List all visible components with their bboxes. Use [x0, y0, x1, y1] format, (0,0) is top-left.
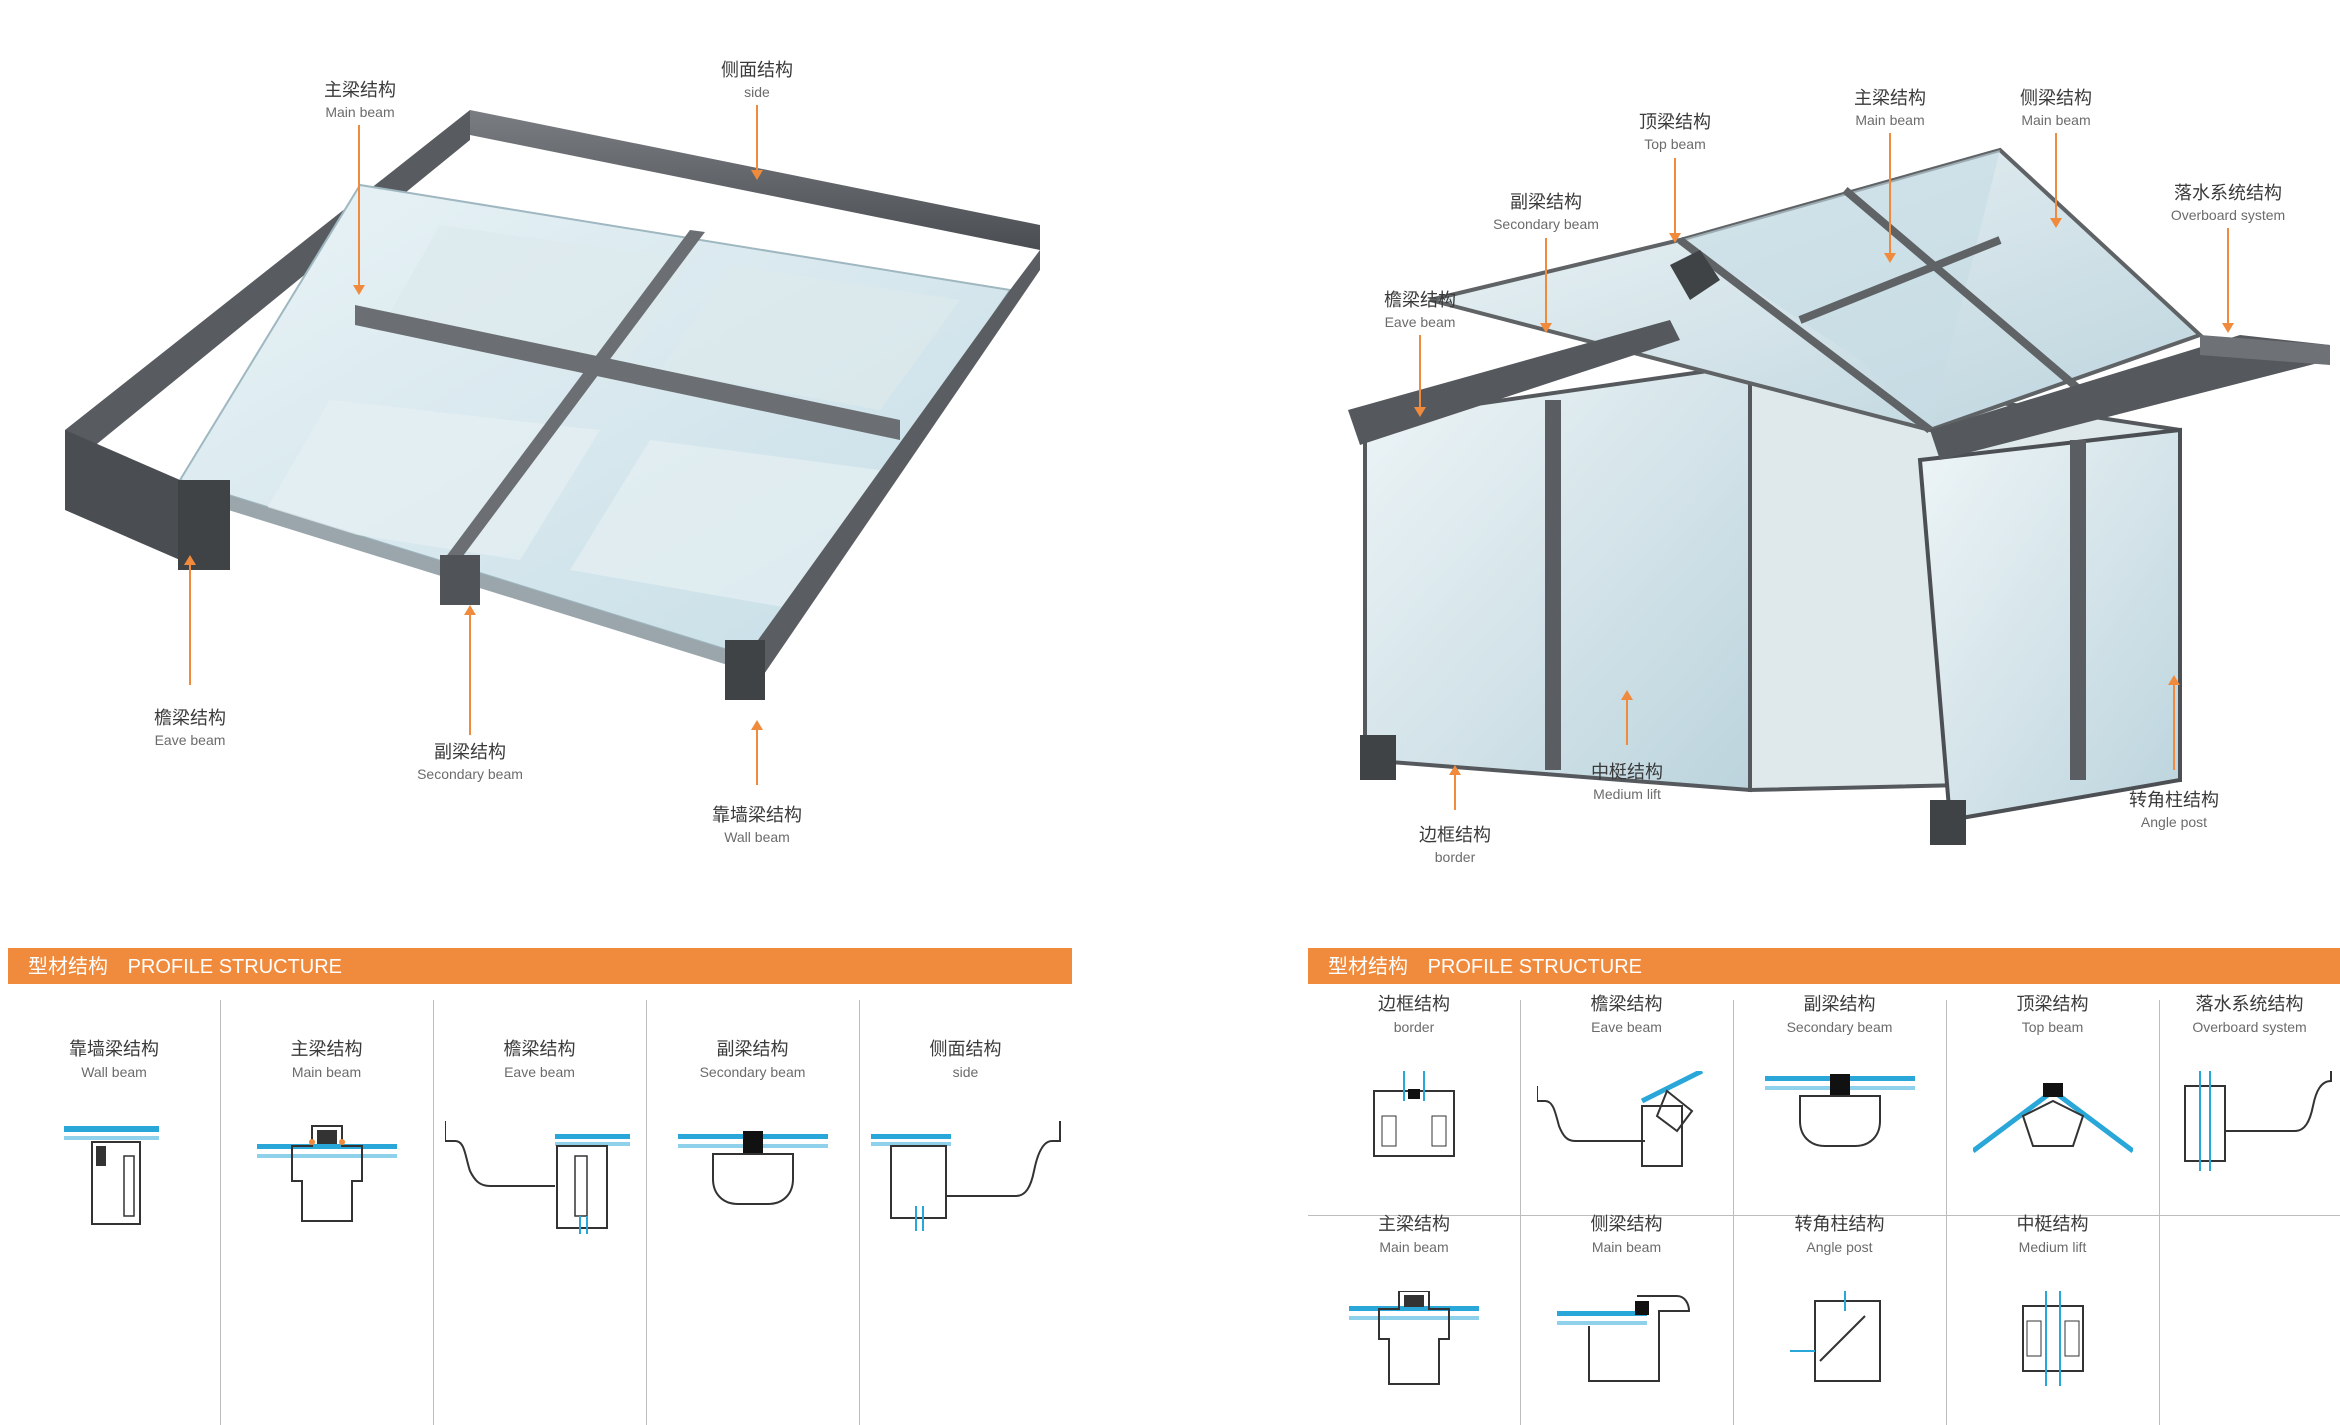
secondary-beam-profile-icon — [677, 1131, 828, 1205]
divider — [1308, 1215, 2340, 1216]
border-profile-icon — [1373, 1071, 1455, 1157]
profile-cell-eave-beam-right: 檐梁结构 Eave beam — [1520, 955, 1733, 1171]
profile-cell-main-beam-right: 主梁结构 Main beam — [1308, 1175, 1520, 1386]
secondary-beam-right-profile-icon — [1764, 1074, 1915, 1147]
overboard-profile-icon — [2183, 1071, 2332, 1171]
profile-cell-main-beam: 主梁结构 Main beam — [220, 1000, 433, 1236]
profile-cell-side-main-beam: 侧梁结构 Main beam — [1520, 1175, 1733, 1386]
divider — [220, 1000, 221, 1425]
profile-cell-secondary-beam-right: 副梁结构 Secondary beam — [1733, 955, 1946, 1161]
main-beam-right-profile-icon — [1349, 1291, 1479, 1385]
divider — [1946, 1000, 1947, 1425]
leader-wall-beam — [751, 720, 763, 785]
angle-post-profile-icon — [1789, 1291, 1881, 1382]
profile-cell-eave-beam: 檐梁结构 Eave beam — [433, 1000, 646, 1236]
wall-beam-profile-icon — [64, 1126, 159, 1225]
leader-main-beam-right — [1884, 133, 1896, 263]
callout-angle-post: 转角柱结构 Angle post — [2129, 790, 2219, 830]
profile-bar-left: 型材结构 PROFILE STRUCTURE — [8, 948, 1072, 984]
divider — [1733, 1000, 1734, 1425]
divider — [433, 1000, 434, 1425]
divider — [646, 1000, 647, 1425]
callout-side-main-beam: 侧梁结构 Main beam — [2020, 88, 2092, 128]
callout-eave-beam-right: 檐梁结构 Eave beam — [1384, 290, 1456, 330]
main-beam-profile-icon — [256, 1125, 397, 1222]
profile-cell-angle-post: 转角柱结构 Angle post — [1733, 1175, 1946, 1386]
profile-cell-secondary-beam: 副梁结构 Secondary beam — [646, 1000, 859, 1236]
callout-main-beam-right: 主梁结构 Main beam — [1854, 88, 1926, 128]
divider — [1520, 1000, 1521, 1425]
leader-border — [1449, 765, 1461, 810]
leader-medium-lift — [1621, 690, 1633, 745]
leader-overboard — [2222, 228, 2234, 333]
callout-secondary-beam-right: 副梁结构 Secondary beam — [1493, 192, 1599, 232]
profile-cell-overboard: 落水系统结构 Overboard system — [2159, 955, 2340, 1171]
leader-top-beam — [1669, 158, 1681, 243]
profile-grid-left: 靠墙梁结构 Wall beam 主梁结构 Main beam 檐梁结构 Eave… — [8, 1000, 1072, 1425]
profile-cell-top-beam: 顶梁结构 Top beam — [1946, 955, 2159, 1161]
divider — [2159, 1000, 2160, 1425]
flat-roof-illustration — [65, 110, 1040, 700]
profile-cell-wall-beam: 靠墙梁结构 Wall beam — [8, 1000, 220, 1236]
gable-room-diagram — [1300, 0, 2340, 900]
callout-overboard: 落水系统结构 Overboard system — [2170, 183, 2286, 223]
flat-roof-diagram — [0, 0, 1100, 900]
divider — [859, 1000, 860, 1425]
profile-bar-right: 型材结构 PROFILE STRUCTURE — [1308, 948, 2340, 984]
medium-lift-profile-icon — [2021, 1291, 2084, 1386]
leader-angle-post — [2168, 675, 2180, 770]
profile-grid-right: 边框结构 border 檐梁结构 Eave beam 副梁结构 Secondar… — [1308, 994, 2340, 1425]
eave-beam-right-profile-icon — [1536, 1071, 1703, 1167]
leader-side — [751, 105, 763, 180]
callout-secondary-beam: 副梁结构 Secondary beam — [417, 742, 523, 782]
callout-wall-beam: 靠墙梁结构 Wall beam — [712, 805, 802, 845]
leader-main-beam — [353, 125, 365, 295]
leader-secondary-beam — [464, 605, 476, 735]
callout-side: 侧面结构 side — [721, 60, 793, 100]
callout-top-beam: 顶梁结构 Top beam — [1639, 112, 1711, 152]
eave-beam-profile-icon — [444, 1121, 630, 1234]
gable-room-illustration — [1348, 147, 2330, 845]
profile-cell-medium-lift: 中梃结构 Medium lift — [1946, 1175, 2159, 1386]
leader-eave-beam-right — [1414, 335, 1426, 417]
callout-eave-beam: 檐梁结构 Eave beam — [154, 708, 226, 748]
callout-main-beam: 主梁结构 Main beam — [324, 80, 396, 120]
leader-eave-beam — [184, 555, 196, 685]
leader-secondary-beam-right — [1540, 238, 1552, 333]
callout-border: 边框结构 border — [1419, 825, 1491, 865]
top-beam-profile-icon — [1972, 1083, 2133, 1153]
callout-medium-lift: 中梃结构 Medium lift — [1591, 762, 1663, 802]
leader-side-main-beam — [2050, 133, 2062, 228]
side-main-beam-profile-icon — [1556, 1295, 1690, 1382]
profile-cell-side: 侧面结构 side — [859, 1000, 1072, 1236]
profile-cell-border: 边框结构 border — [1308, 955, 1520, 1161]
side-profile-icon — [870, 1121, 1061, 1231]
